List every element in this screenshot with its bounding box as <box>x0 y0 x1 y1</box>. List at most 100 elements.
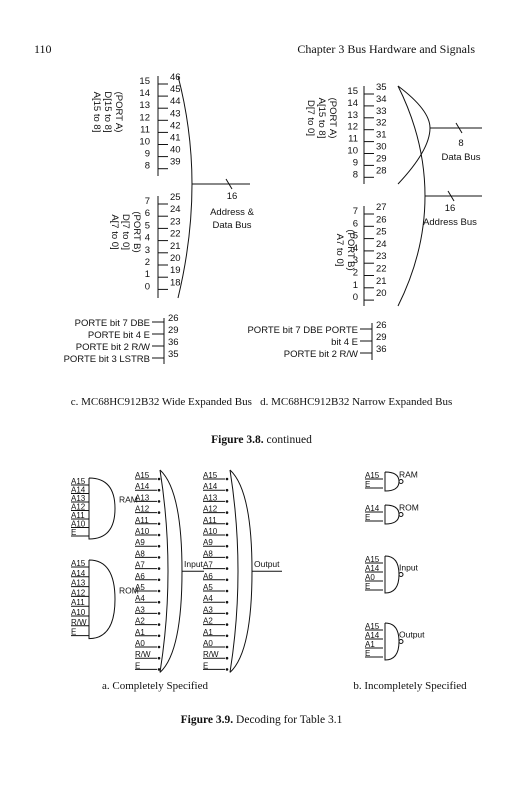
decoder-b-gate-label: Input <box>399 563 419 573</box>
decoder-b-gate-label: ROM <box>399 503 419 513</box>
decoder-b-input-label: A15 <box>365 622 380 631</box>
control-pin-label: 35 <box>168 349 179 360</box>
port-b-bit-label: 0 <box>353 292 358 303</box>
port-a-bus-label: D[15 to 8] <box>102 91 113 132</box>
port-b-pin-label: 18 <box>170 277 181 288</box>
port-a-bit-label: 8 <box>353 169 358 180</box>
input-decoder-input-label: A8 <box>135 549 145 558</box>
port-a-bit-label: 8 <box>145 161 150 172</box>
port-a-bit-label: 12 <box>139 112 150 123</box>
input-decoder-bubble <box>157 533 161 537</box>
port-b-bit-label: 3 <box>145 245 150 256</box>
decoder-b-gate <box>384 504 400 525</box>
input-decoder-input-label: A11 <box>135 516 149 525</box>
output-decoder-input-label: A10 <box>203 527 218 536</box>
decoder-b-bubble <box>398 479 404 484</box>
port-a-bit-label: 15 <box>139 76 150 87</box>
port-b-bit-label: 7 <box>145 196 150 207</box>
output-decoder-input-label: A11 <box>203 516 217 525</box>
output-decoder-gate-label: Output <box>254 559 280 569</box>
input-decoder-bubble <box>157 600 161 604</box>
rom-decoder-input-label: A10 <box>71 608 86 617</box>
control-signal-label: PORTE bit 7 DBE <box>75 318 150 329</box>
port-b-bit-label: 5 <box>353 231 358 242</box>
output-decoder-bubble <box>225 488 229 492</box>
port-b-pin-label: 20 <box>170 253 181 264</box>
figure-3-8-caption-text: continued <box>263 434 312 446</box>
control-signal-label: bit 4 E <box>331 337 358 348</box>
data-bus-slash <box>455 122 463 134</box>
decoder-b-input-label: E <box>365 513 370 522</box>
ram-decoder-input-label: A15 <box>71 477 86 486</box>
input-decoder-input-label: A6 <box>135 572 145 581</box>
port-a-bit-label: 14 <box>139 88 150 99</box>
port-b-bit-label: 6 <box>353 218 358 229</box>
port-a-bit-label: 9 <box>353 157 358 168</box>
port-b-bit-label: 1 <box>353 280 358 291</box>
control-pin-label: 26 <box>376 320 387 331</box>
output-decoder-bubble <box>225 600 229 604</box>
port-b-bit-label: 6 <box>145 208 150 219</box>
port-b-pin-label: 20 <box>376 288 387 299</box>
port-b-pin-label: 27 <box>376 202 387 213</box>
port-a-pin-label: 28 <box>376 165 387 176</box>
port-a-pin-label: 40 <box>170 145 181 156</box>
wide-bus-slash <box>225 178 233 190</box>
decoder-b-input-label: A15 <box>365 555 380 564</box>
output-decoder-gate-back <box>229 469 239 673</box>
input-decoder-bubble <box>157 567 161 570</box>
output-decoder-bubble <box>225 567 229 570</box>
input-decoder-input-label: A1 <box>135 628 145 637</box>
port-a-bit-label: 12 <box>347 122 358 133</box>
port-b-pin-label: 25 <box>376 227 387 238</box>
output-decoder-bubble <box>225 634 229 638</box>
figure-3-9-caption: Figure 3.9. Decoding for Table 3.1 <box>0 714 523 726</box>
data-bus-label: Data Bus <box>441 152 480 163</box>
control-pin-label: 36 <box>168 337 179 348</box>
port-b-pin-label: 24 <box>376 239 387 250</box>
port-b-bit-label: 4 <box>353 243 358 254</box>
control-signal-label: PORTE bit 4 E <box>88 330 150 341</box>
input-decoder-bubble <box>157 589 161 593</box>
output-decoder-input-label: A4 <box>203 594 213 603</box>
port-a-pin-label: 35 <box>376 82 387 93</box>
rom-decoder-input-label: A14 <box>71 569 86 578</box>
control-signal-label: PORTE bit 3 LSTRB <box>64 354 150 365</box>
port-b-bit-label: 0 <box>145 281 150 292</box>
port-b-bus-label: (PORT B) <box>345 229 356 270</box>
decoder-b-bubble <box>398 639 404 644</box>
output-decoder-input-label: A13 <box>203 493 218 502</box>
decoder-b-input-label: E <box>365 582 370 591</box>
input-decoder-input-label: A7 <box>135 561 145 570</box>
output-decoder-input-label: E <box>203 661 208 670</box>
output-decoder-bubble <box>225 645 229 649</box>
port-b-bus-label: A[7 to 0] <box>109 214 120 249</box>
input-decoder-input-label: A13 <box>135 493 150 502</box>
port-a-pin-label: 46 <box>170 72 181 83</box>
port-a-pin-label: 41 <box>170 133 181 144</box>
output-decoder-bubble <box>225 623 229 626</box>
port-a-pin-label: 32 <box>376 118 387 129</box>
decoder-b-input-label: E <box>365 649 370 658</box>
port-b-pin-label: 22 <box>170 229 181 240</box>
control-pin-label: 29 <box>168 325 179 336</box>
port-a-pin-label: 39 <box>170 157 181 168</box>
port-b-pin-label: 23 <box>170 216 181 227</box>
input-decoder-bubble <box>157 634 161 638</box>
page-number: 110 <box>34 42 52 56</box>
running-head: Chapter 3 Bus Hardware and Signals <box>297 42 475 56</box>
port-a-pin-label: 31 <box>376 130 387 141</box>
ram-decoder-input-label: A14 <box>71 486 86 495</box>
input-decoder-input-label: A12 <box>135 505 150 514</box>
address-bus-label: Address Bus <box>423 217 477 228</box>
port-a-pin-label: 34 <box>376 94 387 105</box>
control-signal-label: PORTE bit 7 DBE PORTE <box>247 325 358 336</box>
input-decoder-gate-label: Input <box>184 559 204 569</box>
rom-decoder-gate <box>88 559 116 640</box>
port-a-pin-label: 42 <box>170 120 181 131</box>
port-a-pin-label: 30 <box>376 142 387 153</box>
figure-3-9-sub-a: a. Completely Specified <box>102 680 208 692</box>
input-decoder-bubble <box>157 645 161 649</box>
output-decoder-input-label: R/W <box>203 650 219 659</box>
